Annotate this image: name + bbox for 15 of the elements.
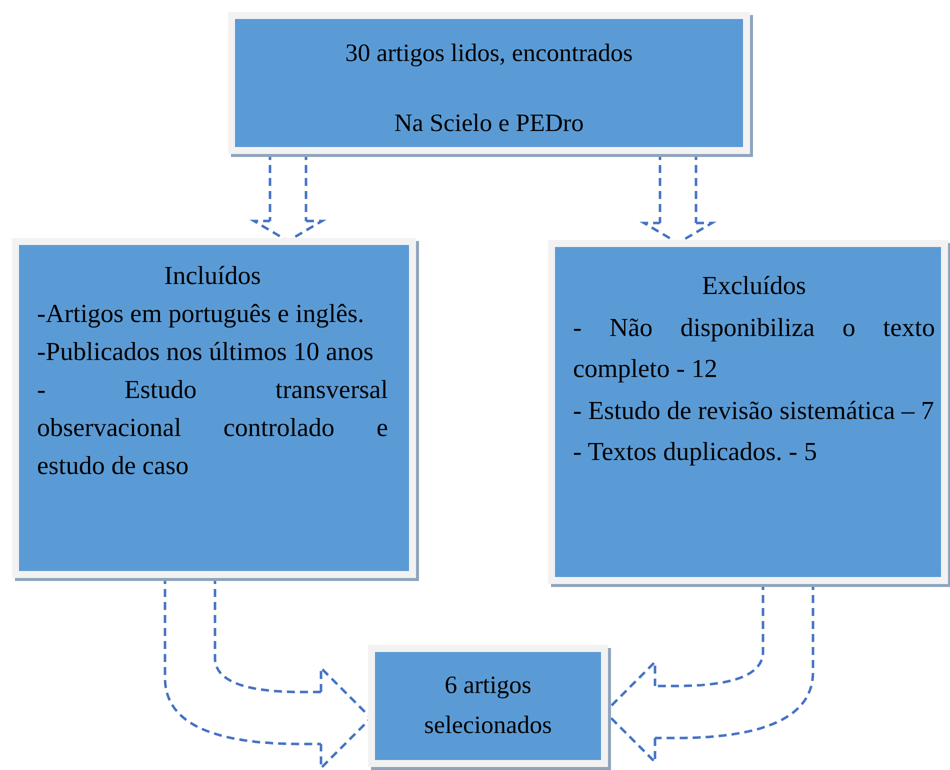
criterion-text: -Publicados nos últimos 10 anos (37, 336, 375, 368)
criterion-text: - Não disponibiliza o texto completo - 12 (573, 312, 935, 386)
result-box (368, 645, 608, 767)
criterion-text: - Textos duplicados. - 5 (573, 436, 818, 468)
source-box (228, 12, 750, 154)
inclusion-box (12, 238, 416, 578)
box-heading: Incluídos (163, 260, 262, 292)
exclusion-box (548, 240, 948, 584)
box-text: 30 artigos lidos, encontrados (344, 39, 634, 69)
box-text: 6 artigos selecionados (423, 671, 553, 741)
box-text: Na Scielo e PEDro (393, 109, 585, 139)
box-heading: Excluídos (701, 270, 807, 302)
criterion-text: -Artigos em português e inglês. (37, 298, 366, 330)
criterion-text: - Estudo de revisão sistemática – 7 (573, 394, 935, 427)
criterion-text: - Estudo transversal observacional controlado e estudo de caso (37, 374, 388, 482)
